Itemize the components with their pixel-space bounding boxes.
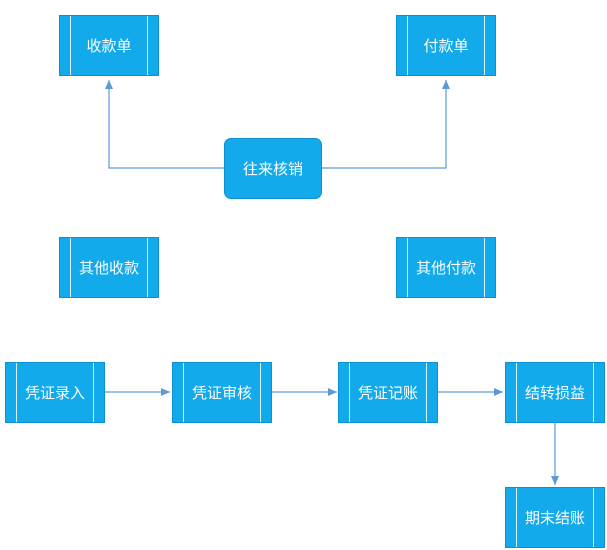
node-ar-ap-writeoff-label: 往来核销	[242, 160, 303, 178]
node-period-end-close[interactable]: 期末结账	[505, 487, 605, 548]
node-carry-forward-pl-label: 结转损益	[524, 384, 585, 402]
edge-writeoff-to-payment	[322, 80, 450, 169]
node-other-receipt[interactable]: 其他收款	[59, 237, 159, 298]
node-period-end-close-label: 期末结账	[524, 509, 585, 527]
node-payment-doc-label: 付款单	[423, 37, 469, 55]
node-other-payment[interactable]: 其他付款	[396, 237, 496, 298]
node-voucher-entry-label: 凭证录入	[24, 384, 85, 402]
node-receipt-doc[interactable]: 收款单	[59, 15, 159, 76]
node-voucher-review[interactable]: 凭证审核	[172, 362, 272, 423]
node-other-receipt-label: 其他收款	[78, 259, 139, 277]
node-other-payment-label: 其他付款	[415, 259, 476, 277]
node-voucher-posting-label: 凭证记账	[357, 384, 418, 402]
edge-writeoff-to-receipt	[105, 80, 224, 169]
node-ar-ap-writeoff[interactable]: 往来核销	[224, 138, 322, 199]
node-voucher-entry[interactable]: 凭证录入	[5, 362, 105, 423]
node-carry-forward-pl[interactable]: 结转损益	[505, 362, 605, 423]
node-voucher-posting[interactable]: 凭证记账	[338, 362, 438, 423]
node-voucher-review-label: 凭证审核	[191, 384, 252, 402]
node-payment-doc[interactable]: 付款单	[396, 15, 496, 76]
node-receipt-doc-label: 收款单	[86, 37, 132, 55]
